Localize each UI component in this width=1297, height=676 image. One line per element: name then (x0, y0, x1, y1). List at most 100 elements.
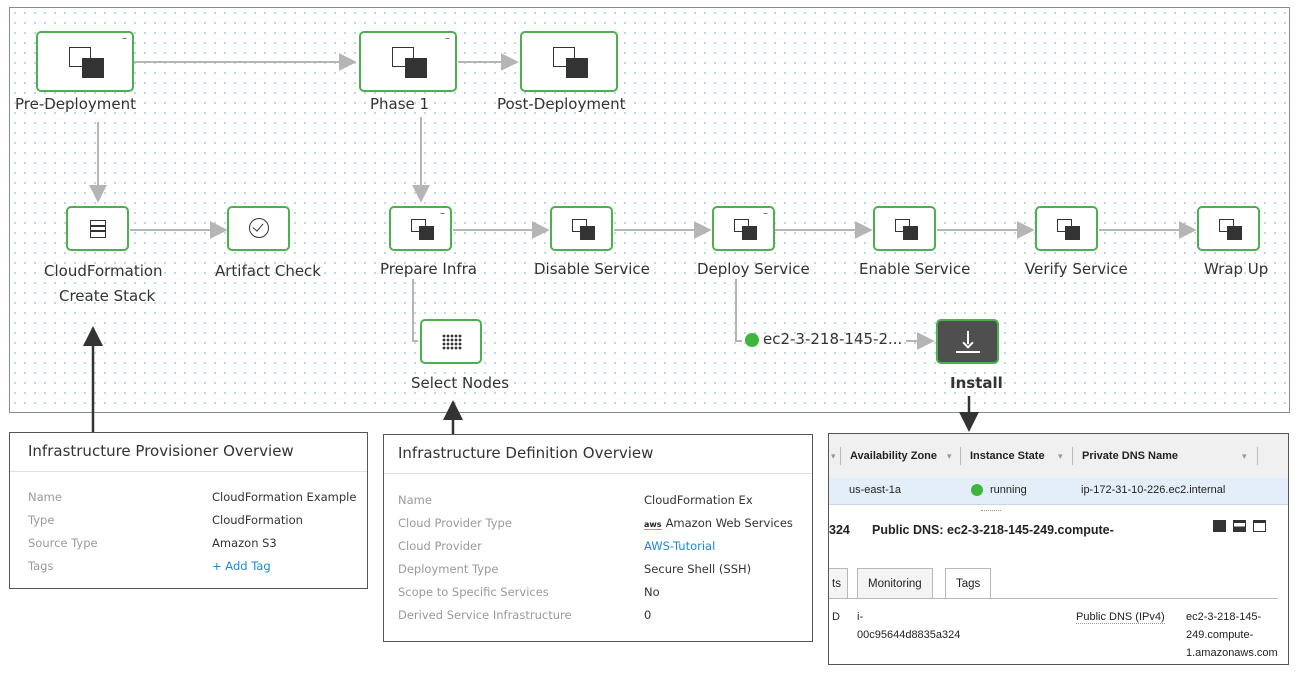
definition-scope-value: No (644, 585, 660, 599)
caret-down-icon[interactable]: ▾ (831, 451, 836, 461)
window-icon[interactable] (1253, 520, 1266, 532)
caret-down-icon[interactable]: ▾ (1058, 451, 1063, 461)
public-dns-heading: Public DNS: ec2-3-218-145-249.compute- (872, 523, 1114, 537)
provisioner-name-key: Name (28, 490, 62, 504)
provisioner-type-value: CloudFormation (212, 513, 303, 527)
public-dns-value-3: 1.amazonaws.com (1186, 647, 1278, 659)
aws-console-panel: ▾ Availability Zone ▾ Instance State ▾ P… (828, 433, 1289, 665)
cloudformation-node[interactable] (66, 206, 129, 251)
prepare-infra-label: Prepare Infra (380, 260, 477, 278)
step-icon (734, 219, 758, 241)
download-icon (956, 330, 980, 354)
step-icon (553, 47, 589, 79)
select-nodes-node[interactable] (420, 319, 482, 364)
running-status-icon (971, 484, 983, 496)
collapse-icon[interactable]: – (440, 208, 445, 219)
instance-id-line1: i- (857, 611, 864, 623)
cloudformation-label-line1: CloudFormation (44, 262, 163, 280)
install-node[interactable] (936, 319, 999, 364)
provisioner-source-value: Amazon S3 (212, 536, 277, 550)
step-icon (895, 219, 919, 241)
state-value: running (990, 484, 1027, 496)
definition-provider-key: Cloud Provider (398, 539, 482, 553)
aws-tutorial-link[interactable]: AWS-Tutorial (644, 539, 716, 553)
public-dns-value-1: ec2-3-218-145- (1186, 611, 1262, 623)
collapse-icon[interactable]: – (122, 33, 127, 44)
install-label: Install (950, 374, 1003, 392)
public-dns-label: Public DNS (IPv4) (1076, 611, 1165, 624)
enable-service-node[interactable] (873, 206, 936, 251)
definition-deployment-value: Secure Shell (SSH) (644, 562, 752, 576)
definition-provider-type-text: Amazon Web Services (665, 516, 793, 530)
definition-provider-type-key: Cloud Provider Type (398, 516, 512, 530)
cloudformation-label-line2: Create Stack (59, 287, 156, 305)
disable-service-label: Disable Service (534, 260, 650, 278)
provisioner-tags-key: Tags (28, 559, 54, 573)
wrap-up-node[interactable] (1197, 206, 1260, 251)
definition-overview-panel: Infrastructure Definition Overview Name … (383, 434, 813, 642)
definition-scope-key: Scope to Specific Services (398, 585, 549, 599)
caret-down-icon[interactable]: ▾ (1242, 451, 1247, 461)
zone-value: us-east-1a (849, 484, 901, 496)
instance-id-fragment: 324 (829, 523, 850, 537)
col-availability-zone[interactable]: Availability Zone (850, 450, 938, 462)
post-deployment-node[interactable] (520, 31, 618, 92)
definition-title: Infrastructure Definition Overview (384, 435, 812, 474)
instance-table-header: ▾ Availability Zone ▾ Instance State ▾ P… (829, 434, 1288, 479)
definition-derived-key: Derived Service Infrastructure (398, 608, 572, 622)
artifact-check-node[interactable] (227, 206, 290, 251)
window-icon[interactable] (1233, 520, 1246, 532)
aws-logo-icon: aws (644, 520, 662, 530)
verify-service-node[interactable] (1035, 206, 1098, 251)
pre-deployment-label: Pre-Deployment (15, 95, 137, 113)
step-icon (69, 47, 105, 79)
artifact-check-label: Artifact Check (215, 262, 321, 280)
provisioner-overview-panel: Infrastructure Provisioner Overview Name… (9, 432, 368, 589)
approval-check-icon (249, 218, 269, 238)
pre-deployment-node[interactable]: – (36, 31, 134, 92)
window-icon[interactable] (1213, 520, 1226, 532)
deploy-service-label: Deploy Service (697, 260, 810, 278)
private-dns-value: ip-172-31-10-226.ec2.internal (1081, 484, 1226, 496)
tab-tags[interactable]: Tags (945, 568, 992, 598)
tab-partial[interactable]: ts (829, 568, 848, 598)
id-label-fragment: D (832, 611, 840, 623)
prepare-infra-node[interactable]: – (389, 206, 452, 251)
caret-down-icon[interactable]: ▾ (947, 451, 952, 461)
deploy-service-node[interactable]: – (712, 206, 775, 251)
grid-icon (442, 334, 462, 350)
definition-name-value: CloudFormation Ex (644, 493, 753, 507)
disable-service-node[interactable] (550, 206, 613, 251)
verify-service-label: Verify Service (1025, 260, 1128, 278)
col-instance-state[interactable]: Instance State (970, 450, 1045, 462)
definition-deployment-key: Deployment Type (398, 562, 499, 576)
step-icon (411, 219, 435, 241)
tab-monitoring[interactable]: Monitoring (857, 568, 933, 598)
definition-derived-value: 0 (644, 608, 652, 622)
phase1-label: Phase 1 (370, 95, 430, 113)
provisioner-name-value: CloudFormation Example (212, 490, 357, 504)
provisioner-title: Infrastructure Provisioner Overview (10, 433, 367, 472)
collapse-icon[interactable]: – (763, 208, 768, 219)
wrap-up-label: Wrap Up (1204, 260, 1269, 278)
provisioner-type-key: Type (28, 513, 55, 527)
instance-row-selected[interactable]: us-east-1a running ip-172-31-10-226.ec2.… (829, 478, 1288, 505)
collapse-icon[interactable]: – (445, 33, 450, 44)
enable-service-label: Enable Service (859, 260, 971, 278)
step-icon (392, 47, 428, 79)
step-icon (572, 219, 596, 241)
resize-handle[interactable] (981, 510, 1001, 513)
post-deployment-label: Post-Deployment (497, 95, 626, 113)
running-status-dot (745, 333, 759, 347)
add-tag-link[interactable]: + Add Tag (212, 559, 271, 573)
host-label[interactable]: ec2-3-218-145-2... (763, 330, 903, 348)
col-private-dns[interactable]: Private DNS Name (1082, 450, 1178, 462)
step-icon (1219, 219, 1243, 241)
step-icon (1057, 219, 1081, 241)
phase1-node[interactable]: – (359, 31, 457, 92)
instance-id-line2: 00c95644d8835a324 (857, 629, 961, 641)
definition-name-key: Name (398, 493, 432, 507)
public-dns-value-2: 249.compute- (1186, 629, 1254, 641)
tab-underline (829, 598, 1278, 599)
